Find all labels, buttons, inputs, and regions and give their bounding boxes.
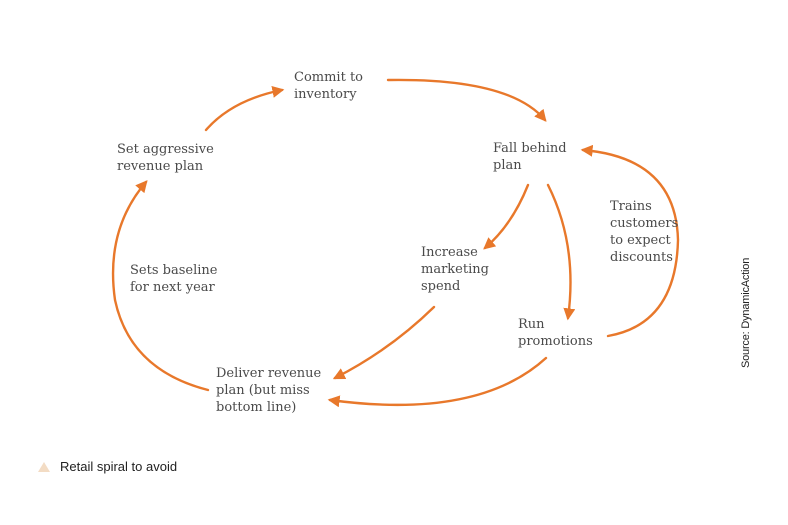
- arrow-fall-behind-to-increase-marketing: [483, 183, 530, 250]
- node-trains-customers: Trains customers to expect discounts: [610, 199, 679, 265]
- source-credit: Source: DynamicAction: [740, 257, 752, 368]
- node-deliver-revenue-plan: Deliver revenue plan (but miss bottom li…: [216, 366, 322, 415]
- node-run-promotions: Run promotions: [518, 317, 593, 349]
- arrow-run-promotions-to-fall-behind: [580, 144, 680, 338]
- diagram-caption: Retail spiral to avoid: [38, 459, 177, 474]
- node-set-aggressive-revenue-plan: Set aggressive revenue plan: [117, 142, 214, 174]
- arrow-fall-behind-to-run-promotions: [546, 183, 576, 321]
- arrow-commit-to-fall-behind: [386, 78, 547, 122]
- node-commit-to-inventory: Commit to inventory: [294, 70, 363, 102]
- caption-text: Retail spiral to avoid: [60, 459, 178, 474]
- arrow-increase-marketing-to-deliver: [332, 305, 436, 380]
- arrow-set-aggressive-to-commit: [204, 86, 285, 132]
- node-increase-marketing-spend: Increase marketing spend: [421, 245, 489, 294]
- node-fall-behind-plan: Fall behind plan: [493, 141, 567, 173]
- arrow-deliver-to-set-aggressive: [111, 180, 210, 392]
- triangle-icon: [38, 461, 50, 472]
- node-sets-baseline: Sets baseline for next year: [130, 263, 218, 295]
- arrow-run-promotions-to-deliver: [327, 356, 548, 408]
